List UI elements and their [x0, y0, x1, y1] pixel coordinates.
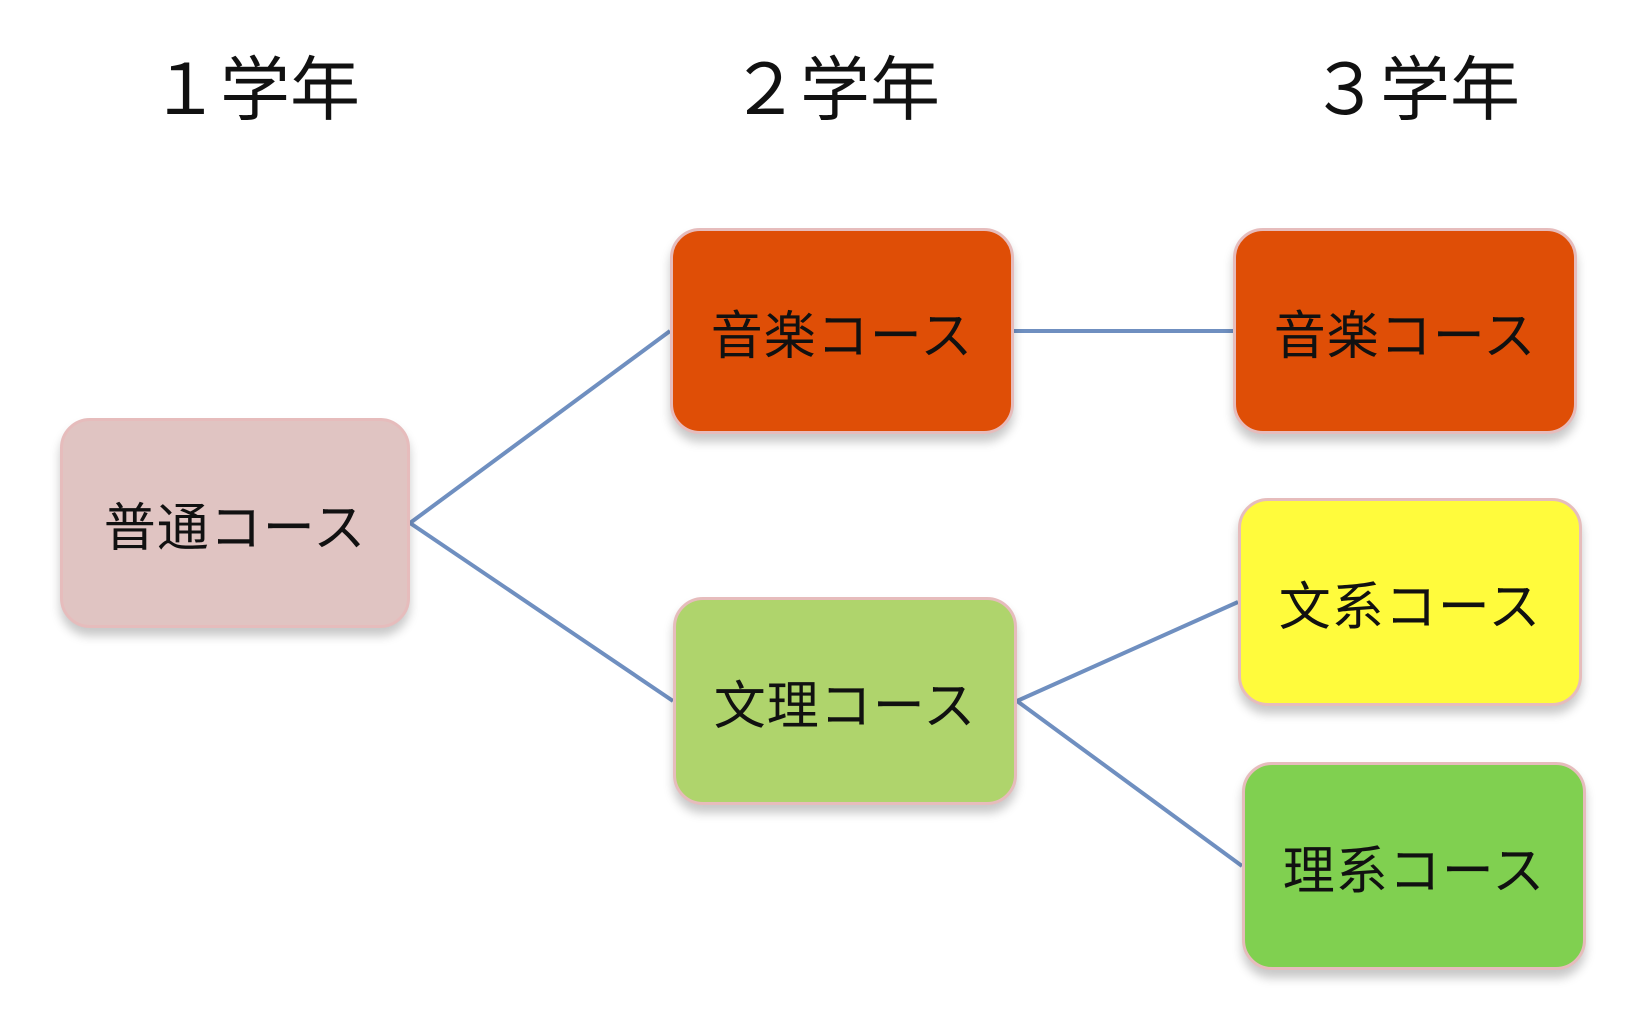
- connector-general-to-music: [408, 329, 672, 525]
- node-music-course-year-3-label: 音楽コース: [1273, 306, 1537, 367]
- connector-general-to-arts-sci: [408, 521, 675, 703]
- node-sciences-course-label: 理系コース: [1282, 841, 1546, 902]
- node-music-course-year-2: 音楽コース: [670, 228, 1014, 434]
- node-music-course-year-3: 音楽コース: [1233, 228, 1577, 434]
- node-sciences-course: 理系コース: [1242, 762, 1586, 970]
- year-1-header: １学年: [150, 49, 360, 131]
- year-3-header: ３学年: [1310, 49, 1520, 131]
- node-humanities-course-label: 文系コース: [1278, 577, 1542, 638]
- node-music-course-year-2-label: 音楽コース: [710, 306, 974, 367]
- node-general-course: 普通コース: [60, 418, 410, 628]
- node-humanities-course: 文系コース: [1238, 498, 1582, 706]
- node-arts-science-course: 文理コース: [673, 597, 1017, 805]
- connector-arts-sci-to-humanities: [1016, 600, 1239, 703]
- node-general-course-label: 普通コース: [103, 498, 367, 559]
- connector-arts-sci-to-sciences: [1015, 699, 1244, 868]
- node-arts-science-course-label: 文理コース: [713, 676, 977, 737]
- year-2-header: ２学年: [730, 49, 940, 131]
